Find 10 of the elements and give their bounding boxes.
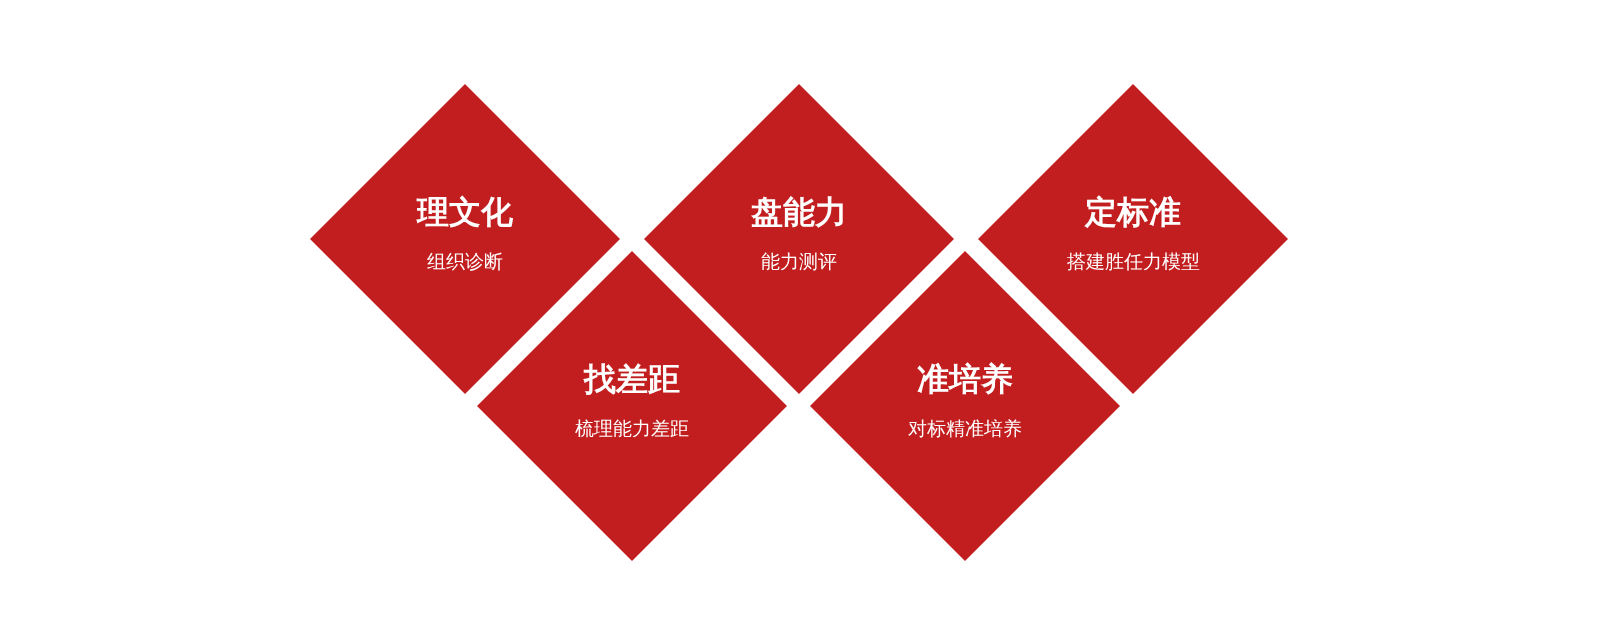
subtitle-text: 组织诊断 (427, 249, 503, 274)
subtitle-text: 梳理能力差距 (575, 416, 689, 441)
heading-text: 准培养 (917, 359, 1013, 400)
heading-text: 盘能力 (751, 192, 847, 233)
heading-text: 理文化 (417, 192, 513, 233)
subtitle-text: 对标精准培养 (908, 416, 1022, 441)
subtitle-text: 能力测评 (761, 249, 837, 274)
subtitle-text: 搭建胜任力模型 (1066, 249, 1200, 274)
heading-text: 定标准 (1085, 192, 1181, 233)
heading-text: 找差距 (584, 359, 680, 400)
